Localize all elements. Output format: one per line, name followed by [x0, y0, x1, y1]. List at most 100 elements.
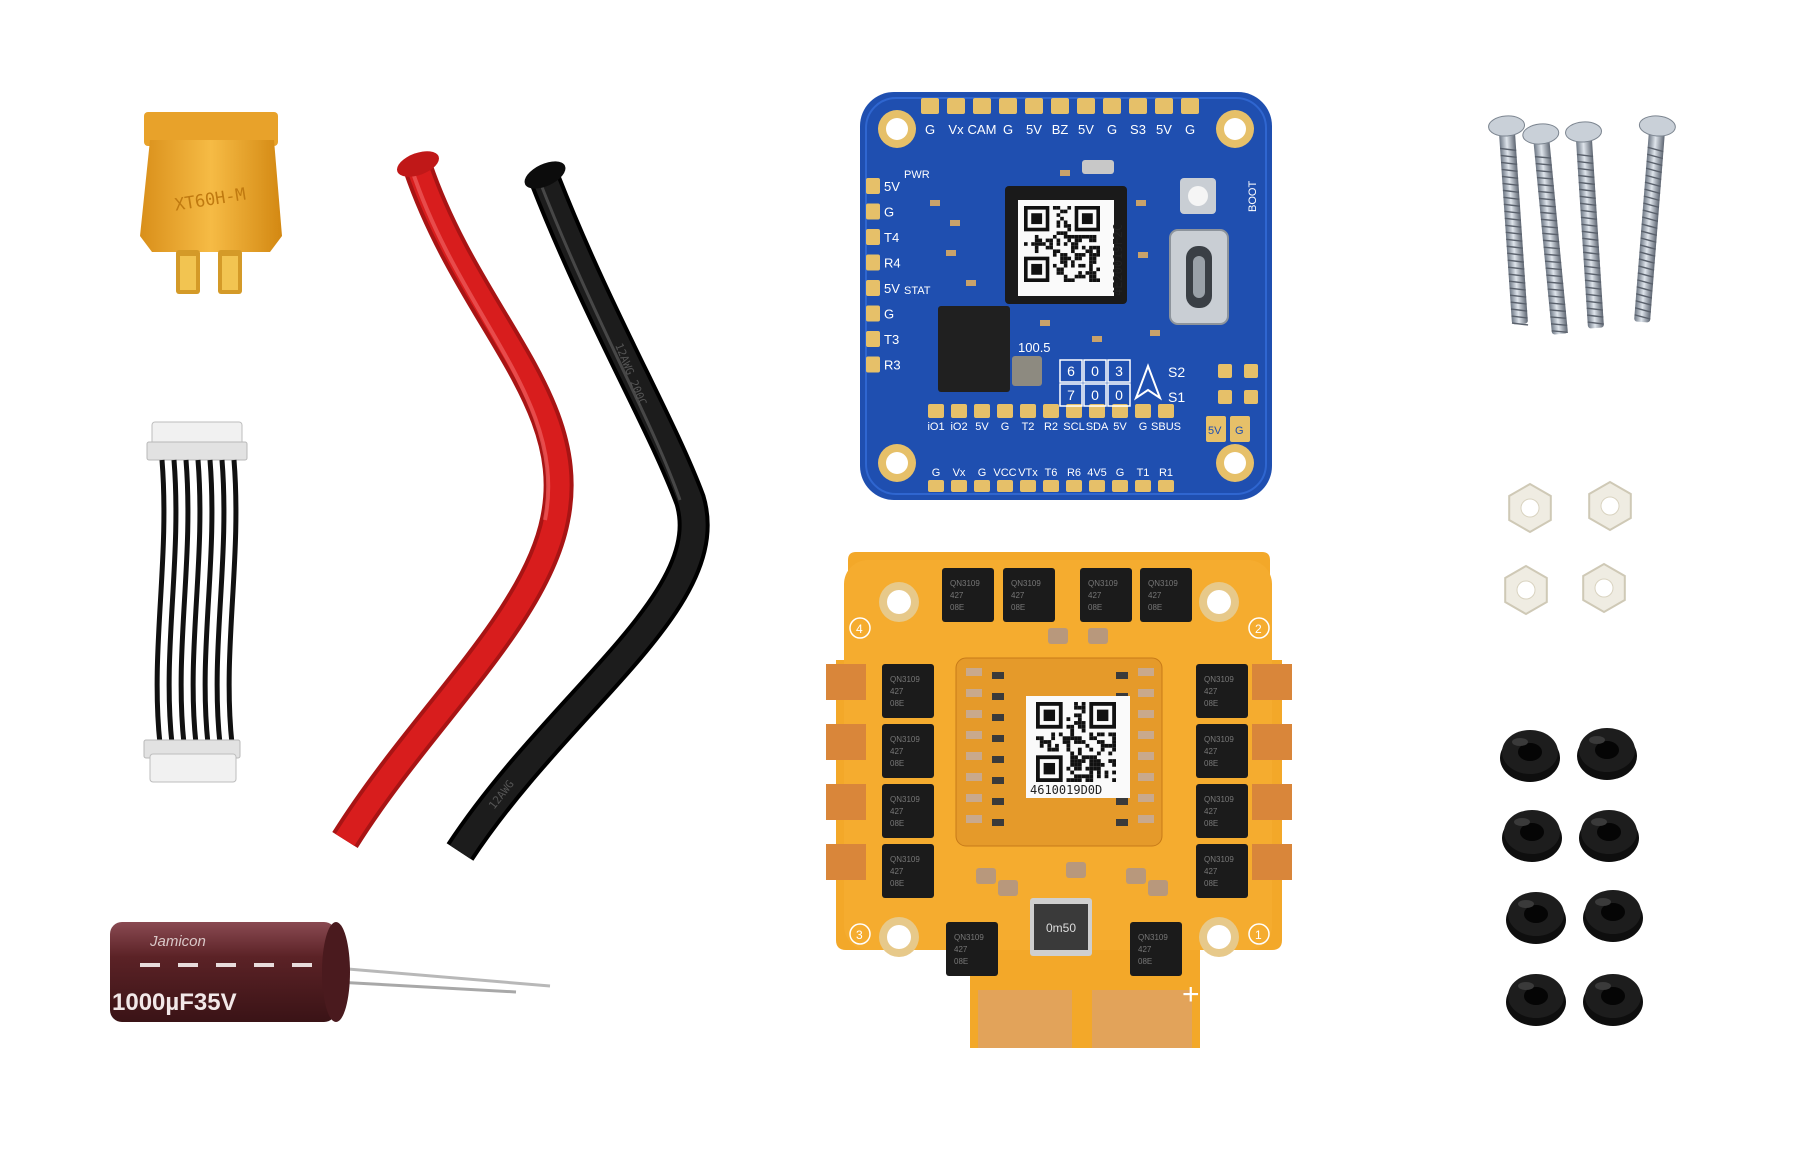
screw-thread — [1539, 204, 1556, 208]
fc-top-pad — [947, 98, 965, 114]
qr-module — [1089, 762, 1094, 767]
fc-left-pad — [866, 254, 880, 271]
m3-screws — [1488, 115, 1676, 335]
qr-module — [1056, 231, 1061, 235]
esc-mosfet — [1196, 784, 1248, 838]
qr-module — [1074, 736, 1078, 741]
esc-mosfet — [1140, 568, 1192, 622]
screw-thread — [1576, 153, 1594, 158]
qr-module — [1071, 242, 1075, 246]
fc-qr-code — [1024, 206, 1100, 282]
fc-code: 4E20019F2C — [1111, 224, 1125, 296]
grommet-hole — [1524, 905, 1548, 923]
qr-module — [1096, 751, 1101, 756]
esc-mosfet-marking: 08E — [890, 879, 904, 888]
screw-thread — [1508, 273, 1525, 277]
qr-module — [1070, 736, 1075, 741]
esc-mosfet — [946, 922, 998, 976]
qr-module — [1089, 770, 1094, 775]
screw-thread — [1550, 323, 1568, 327]
qr-module — [1108, 732, 1113, 737]
qr-module — [1077, 740, 1082, 744]
esc-code: 4610019D0D — [1030, 783, 1102, 797]
qr-module — [1112, 740, 1116, 744]
screw-thread — [1540, 218, 1558, 222]
qr-module — [1071, 249, 1075, 254]
esc-mosfet-marking: 427 — [890, 687, 904, 696]
fc-bottom-pad-label: VTx — [1018, 467, 1038, 479]
nylon-nut-hole — [1600, 496, 1620, 516]
ribbon-cable — [143, 421, 248, 783]
qr-module — [1074, 759, 1078, 763]
fc-bottom-pad — [1089, 480, 1105, 492]
qr-module — [1112, 778, 1116, 782]
qr-module — [1074, 740, 1078, 744]
screw-thread — [1500, 161, 1518, 166]
fc-osd-chip — [1012, 356, 1042, 386]
fc-bottom-pad — [1135, 480, 1151, 492]
esc-smd-resistor — [966, 815, 982, 823]
qr-module — [1108, 743, 1113, 748]
screw-thread — [1510, 301, 1527, 305]
qr-module — [1089, 260, 1093, 264]
screw-thread — [1638, 265, 1655, 271]
esc-mosfet-marking: QN3109 — [890, 795, 920, 804]
qr-module — [1077, 713, 1082, 718]
fc-right-pads: S2 S1 5V G — [1168, 364, 1258, 442]
qr-module — [1078, 263, 1082, 268]
screw-thread — [1580, 216, 1598, 220]
esc-ceramic-caps — [976, 628, 1168, 896]
fc-bottom-pad-label: iO1 — [927, 421, 944, 433]
qr-module — [1077, 774, 1082, 779]
qr-module — [1056, 249, 1061, 254]
esc-smd-part — [992, 672, 1004, 679]
screw-thread — [1583, 251, 1600, 255]
qr-module — [1067, 234, 1072, 239]
esc-battery-pad-negative — [978, 990, 1072, 1048]
esc-mosfet-marking: QN3109 — [1148, 579, 1178, 588]
fc-left-pad-label: R3 — [884, 358, 901, 373]
grommet-hole — [1524, 987, 1548, 1005]
fc-bottom-pad-label: G — [1001, 421, 1010, 433]
qr-module — [1085, 743, 1090, 748]
fc-bottom-pad-label: VCC — [993, 467, 1016, 479]
grommet-hole — [1518, 743, 1542, 761]
fc-mounting-holes — [878, 110, 1254, 482]
fc-bottom-pad-label: R1 — [1159, 467, 1173, 479]
screw-thread — [1536, 176, 1554, 180]
fc-bottom-pad — [1020, 480, 1036, 492]
qr-module — [1096, 770, 1101, 775]
screw-thread — [1578, 181, 1595, 186]
esc-mosfet-marking: 427 — [954, 945, 968, 954]
screw-thread — [1645, 167, 1662, 174]
screw-thread — [1582, 237, 1599, 241]
qr-module — [1063, 234, 1068, 239]
fc-bottom-pad-label: G — [932, 467, 941, 479]
qr-module — [1096, 245, 1100, 250]
esc-mosfet-marking: 427 — [1204, 867, 1218, 876]
qr-module — [1085, 271, 1090, 275]
screw-thread — [1501, 175, 1519, 180]
fc-left-pad-label: 5V — [884, 179, 900, 194]
screw-thread — [1646, 153, 1664, 160]
esc-smd-resistor — [966, 794, 982, 802]
qr-module — [1096, 759, 1101, 763]
qr-module — [1067, 278, 1072, 282]
qr-module — [1081, 245, 1086, 250]
screw-thread — [1500, 154, 1517, 159]
qr-module — [1092, 271, 1097, 275]
screw-thread — [1645, 174, 1662, 181]
qr-module — [1085, 249, 1090, 254]
qr-module — [1052, 249, 1057, 254]
esc-corner-3: 3 — [856, 928, 863, 942]
screw-thread — [1581, 230, 1599, 234]
qr-module — [1074, 713, 1078, 718]
qr-module — [1063, 256, 1068, 261]
fc-left-pad — [866, 280, 880, 296]
qr-module — [1089, 732, 1094, 737]
screw-thread — [1647, 146, 1664, 153]
qr-module — [1089, 253, 1093, 257]
qr-module — [1052, 234, 1057, 239]
